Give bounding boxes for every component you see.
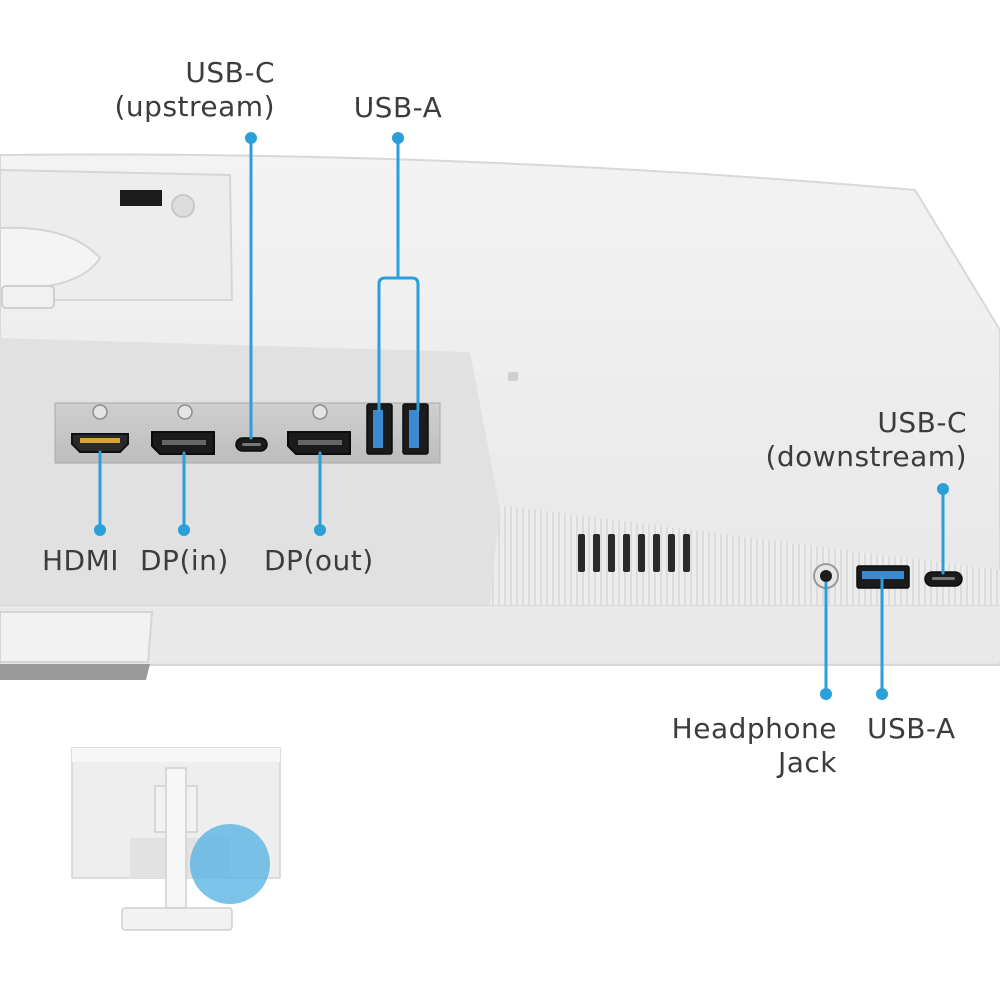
headphone-jack-icon	[813, 563, 839, 589]
label-usb-c-upstream-line2: (upstream)	[114, 90, 275, 123]
usb-a-port-icon	[366, 403, 429, 455]
label-dp-in: DP(in)	[140, 544, 229, 577]
label-dp-out: DP(out)	[264, 544, 374, 577]
label-headphone-jack: Headphone Jack	[640, 712, 837, 780]
usb-c-downstream-port-icon	[924, 571, 963, 587]
right-ports	[813, 563, 963, 589]
label-usb-c-downstream-line2: (downstream)	[765, 440, 967, 473]
label-usb-c-upstream-line1: USB-C	[185, 56, 275, 89]
label-usb-a-bottom: USB-A	[867, 712, 956, 745]
label-usb-a-top: USB-A	[353, 91, 443, 124]
screw-icon	[92, 404, 328, 420]
usb-c-upstream-port-icon	[235, 437, 268, 452]
dp-in-port-icon	[151, 431, 215, 455]
label-usb-c-downstream-line1: USB-C	[877, 406, 967, 439]
label-usb-c-upstream: USB-C (upstream)	[80, 56, 275, 124]
callout-lines	[94, 132, 949, 700]
label-headphone-jack-line1: Headphone	[671, 712, 837, 745]
hdmi-port-icon	[71, 433, 129, 453]
port-panel	[54, 402, 441, 464]
label-hdmi: HDMI	[42, 544, 120, 577]
dp-out-port-icon	[287, 431, 351, 455]
label-usb-c-downstream: USB-C (downstream)	[735, 406, 967, 474]
monitor-thumbnail	[71, 747, 281, 931]
label-headphone-jack-line2: Jack	[777, 746, 837, 779]
